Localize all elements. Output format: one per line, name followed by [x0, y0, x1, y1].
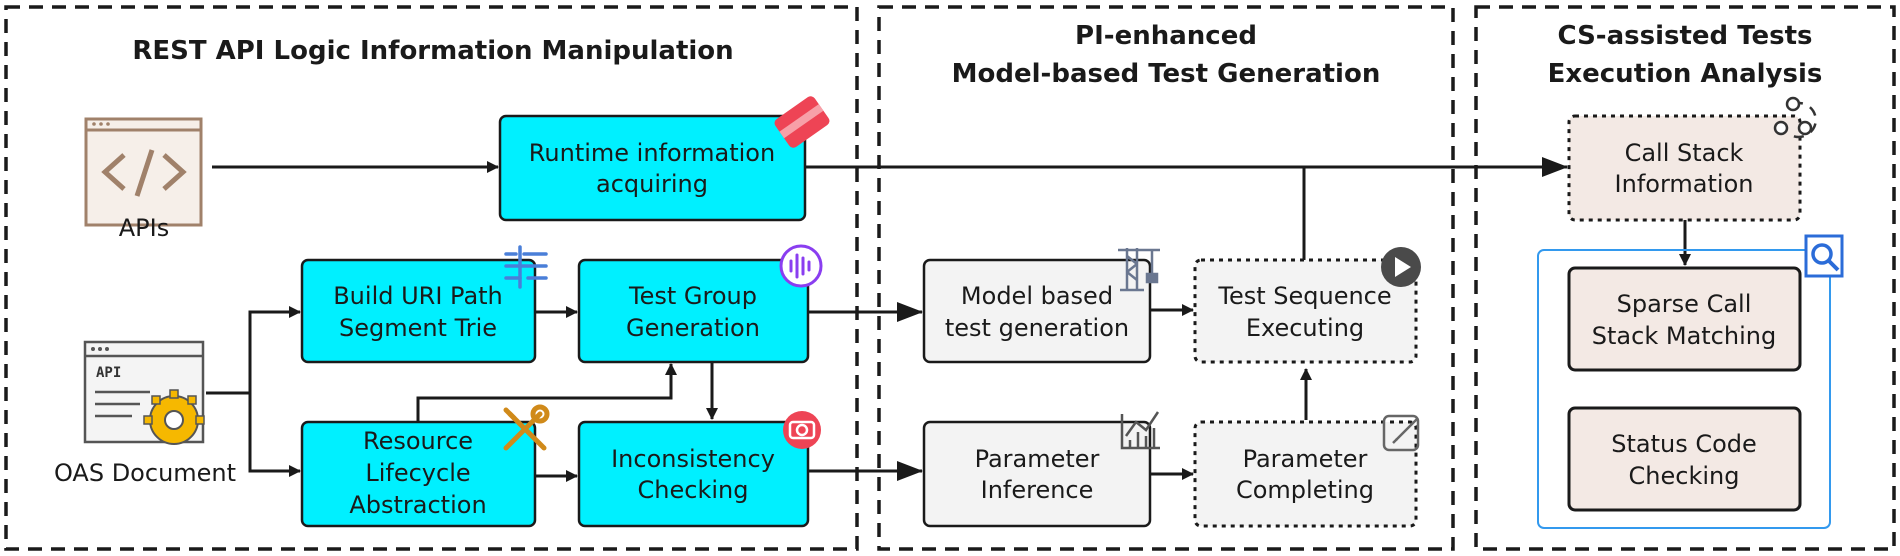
- svg-text:Stack Matching: Stack Matching: [1592, 322, 1776, 350]
- eraser-icon: [774, 96, 830, 148]
- share-nodes-icon: [1773, 96, 1817, 139]
- svg-text:Generation: Generation: [626, 314, 760, 342]
- panel-test-generation: [877, 5, 1455, 551]
- node-resource: Resource Lifecycle Abstraction: [300, 420, 537, 528]
- section-title-2-line1: PI-enhanced: [1075, 21, 1257, 51]
- apis-label: APIs: [119, 214, 169, 242]
- node-runtime: Runtime information acquiring: [498, 114, 807, 222]
- zoom-doc-icon: [1804, 234, 1844, 278]
- section-title-3-line1: CS-assisted Tests: [1558, 21, 1813, 51]
- oas-label: OAS Document: [54, 459, 236, 487]
- section-title-2-line2: Model-based Test Generation: [952, 59, 1381, 89]
- node-call-stack: Call Stack Information: [1567, 114, 1802, 222]
- analysis-group: [1537, 249, 1831, 529]
- svg-text:Parameter: Parameter: [975, 445, 1100, 473]
- line-chart-icon: [1120, 411, 1160, 450]
- svg-text:Inconsistency: Inconsistency: [611, 445, 775, 473]
- edge-oas-resource: [248, 393, 301, 477]
- list-icon: [504, 245, 548, 289]
- svg-text:Status Code: Status Code: [1611, 430, 1757, 458]
- svg-text:Parameter: Parameter: [1243, 445, 1368, 473]
- svg-text:Completing: Completing: [1236, 476, 1374, 504]
- node-model-gen: Model based test generation: [922, 258, 1152, 364]
- edges: [206, 157, 1691, 482]
- node-test-group: Test Group Generation: [577, 258, 810, 364]
- oas-icon-text: API: [96, 365, 121, 381]
- svg-text:Build URI Path: Build URI Path: [333, 282, 503, 310]
- crane-icon: [1118, 248, 1160, 292]
- node-status: Status Code Checking: [1567, 406, 1802, 512]
- svg-text:acquiring: acquiring: [596, 170, 708, 198]
- audio-wave-icon: [779, 244, 823, 288]
- svg-text:Executing: Executing: [1246, 314, 1364, 342]
- edit-icon: [1382, 414, 1420, 452]
- gear-doc-icon: API: [83, 340, 205, 445]
- svg-text:Information: Information: [1615, 170, 1754, 198]
- svg-text:Lifecycle: Lifecycle: [365, 459, 470, 487]
- camera-search-icon: [783, 411, 821, 449]
- svg-text:test generation: test generation: [945, 314, 1129, 342]
- node-param-comp: Parameter Completing: [1193, 420, 1418, 528]
- edge-resource-testgroup: [416, 363, 677, 422]
- panel-execution-analysis: [1474, 5, 1896, 551]
- svg-text:Call Stack: Call Stack: [1625, 139, 1744, 167]
- svg-text:Sparse Call: Sparse Call: [1617, 290, 1752, 318]
- edge-oas-uritrie: [206, 306, 301, 395]
- tools-icon: [503, 404, 550, 451]
- svg-text:Model based: Model based: [961, 282, 1113, 310]
- node-uri-trie: Build URI Path Segment Trie: [300, 258, 537, 364]
- svg-text:Resource: Resource: [363, 427, 473, 455]
- node-sparse: Sparse Call Stack Matching: [1567, 266, 1802, 372]
- svg-text:Inference: Inference: [981, 476, 1094, 504]
- oas-node: API OAS Document: [54, 340, 236, 487]
- apis-node: APIs: [84, 117, 203, 242]
- svg-text:Runtime information: Runtime information: [529, 139, 775, 167]
- svg-text:Test Group: Test Group: [628, 282, 757, 310]
- section-title-3-line2: Execution Analysis: [1548, 59, 1823, 89]
- section-title-1: REST API Logic Information Manipulation: [132, 36, 733, 66]
- play-icon: [1381, 247, 1421, 287]
- code-icon: [84, 117, 203, 227]
- node-inconsistency: Inconsistency Checking: [577, 420, 810, 528]
- panel-logic-manipulation: [4, 5, 859, 551]
- svg-text:Segment Trie: Segment Trie: [339, 314, 497, 342]
- node-seq-exec: Test Sequence Executing: [1193, 258, 1418, 364]
- svg-text:Test Sequence: Test Sequence: [1217, 282, 1391, 310]
- svg-text:Abstraction: Abstraction: [349, 491, 486, 519]
- node-param-inf: Parameter Inference: [922, 420, 1152, 528]
- svg-text:Checking: Checking: [1629, 462, 1740, 490]
- svg-text:Checking: Checking: [638, 476, 749, 504]
